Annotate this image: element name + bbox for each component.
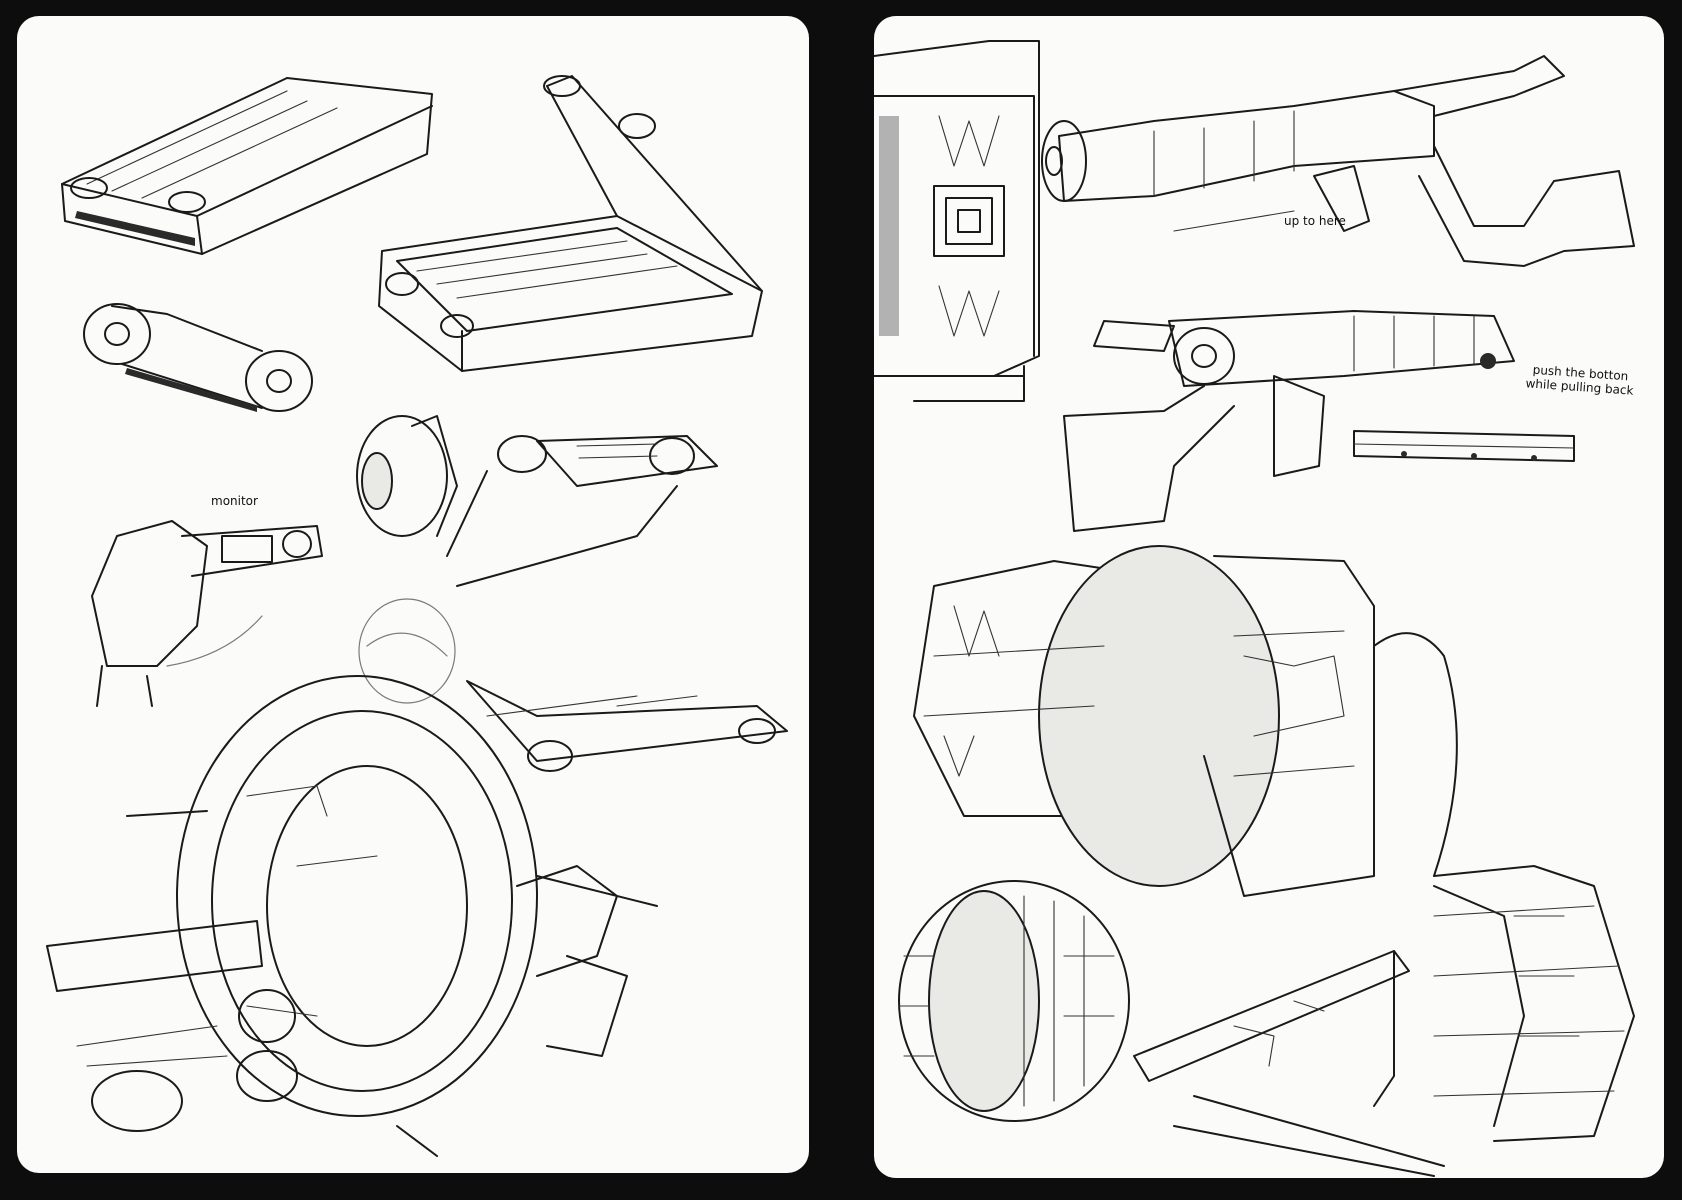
sketch-page-left: monitor — [17, 16, 809, 1173]
round-capsule-sketch — [898, 880, 1130, 1122]
annotation-monitor: monitor — [211, 494, 258, 508]
hand-monitor-sketch — [91, 520, 323, 707]
wall-panel-sketch — [874, 40, 1040, 402]
closed-case-sketch — [61, 77, 433, 255]
beam-structure-sketch — [1133, 950, 1445, 1177]
left-page-sketches — [46, 75, 788, 1157]
sketch-page-right: up to here push the botton while pulling… — [874, 16, 1664, 1178]
wheel-vehicle-sketch — [46, 675, 658, 1157]
gun-sketch-middle — [1063, 310, 1515, 532]
curved-frame-sketch — [1433, 865, 1635, 1142]
arm-monitor-sketch — [356, 415, 718, 587]
helmet-earpiece-sketch — [358, 598, 788, 772]
right-page-sketches — [874, 40, 1635, 1177]
gun-sketch-top — [1041, 55, 1635, 267]
open-case-sketch — [378, 75, 763, 372]
rail-sketch — [1353, 430, 1575, 462]
pod-interior-sketch — [913, 545, 1458, 897]
annotation-up-to-here: up to here — [1284, 214, 1346, 228]
handle-bracket-sketch — [83, 303, 313, 412]
